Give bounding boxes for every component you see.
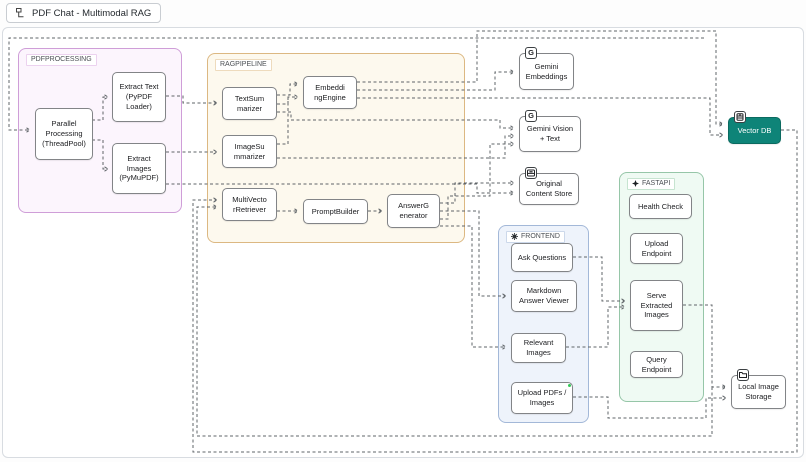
node-original-content-store[interactable]: Original Content Store [519, 167, 579, 205]
group-label-pdfprocessing: PDFPROCESSING [26, 54, 97, 66]
node-parallel-processing[interactable]: Parallel Processing (ThreadPool) [35, 108, 93, 160]
flowchart-icon [16, 7, 24, 17]
group-label-ragpipeline: RAGPIPELINE [215, 59, 272, 71]
database-icon [734, 111, 746, 123]
gemini-icon: G [525, 110, 537, 122]
folder-icon [737, 369, 749, 381]
gear-icon [511, 233, 518, 240]
node-multivector-retriever[interactable]: MultiVecto rRetriever [222, 188, 277, 221]
node-gemini-vision-text[interactable]: G Gemini Vision + Text [519, 110, 581, 152]
node-health-check[interactable]: Health Check [629, 194, 692, 219]
node-markdown-answer-viewer[interactable]: Markdown Answer Viewer [511, 280, 577, 312]
group-label-frontend: FRONTEND [506, 231, 565, 243]
node-query-endpoint[interactable]: Query Endpoint [630, 351, 683, 378]
node-ask-questions[interactable]: Ask Questions [511, 243, 573, 272]
group-label-fastapi: FASTAPI [627, 178, 676, 190]
node-embedding-engine[interactable]: Embeddi ngEngine [303, 76, 357, 109]
node-promptbuilder[interactable]: PromptBuilder [303, 199, 368, 224]
node-gemini-embeddings[interactable]: G Gemini Embeddings [519, 47, 574, 90]
node-vector-db[interactable]: Vector DB [728, 111, 781, 144]
spark-icon [632, 180, 639, 187]
diagram-tab[interactable]: PDF Chat - Multimodal RAG [6, 3, 162, 23]
node-serve-extracted-images[interactable]: Serve Extracted Images [630, 280, 683, 331]
node-extract-text[interactable]: Extract Text (PyPDF Loader) [112, 72, 166, 122]
node-upload-pdfs-images[interactable]: Upload PDFs / Images [511, 382, 573, 414]
notification-dot [568, 384, 571, 387]
storage-icon [525, 167, 537, 179]
node-local-image-storage[interactable]: Local Image Storage [731, 369, 786, 409]
tab-title: PDF Chat - Multimodal RAG [32, 7, 152, 19]
node-imagesummarizer[interactable]: ImageSu mmarizer [222, 135, 277, 168]
node-relevant-images[interactable]: Relevant Images [511, 333, 566, 363]
node-upload-endpoint[interactable]: Upload Endpoint [630, 233, 683, 264]
node-extract-images[interactable]: Extract Images (PyMuPDF) [112, 143, 166, 194]
node-answer-generator[interactable]: AnswerG enerator [387, 194, 440, 228]
node-textsummarizer[interactable]: TextSum marizer [222, 87, 277, 120]
gemini-icon: G [525, 47, 537, 59]
